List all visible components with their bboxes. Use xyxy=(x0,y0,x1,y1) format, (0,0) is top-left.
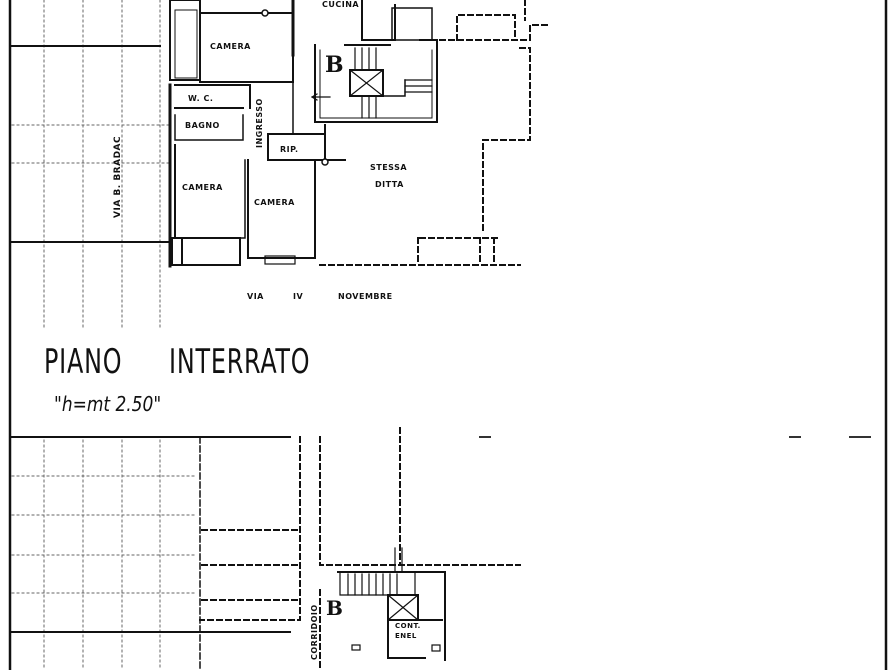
room-label-camera-left: CAMERA xyxy=(182,183,223,192)
room-label-camera-mid: CAMERA xyxy=(254,198,295,207)
street-label-novembre: NOVEMBRE xyxy=(338,292,393,301)
area-label-ditta: DITTA xyxy=(375,180,404,189)
room-label-ingresso: INGRESSO xyxy=(255,98,264,148)
room-label-cucina: CUCINA xyxy=(322,0,360,9)
room-label-cont: CONT. xyxy=(395,622,421,630)
room-label-corridoio: CORRIDOIO xyxy=(310,604,319,660)
room-label-wc: W. C. xyxy=(188,94,214,103)
plan-title-word1: PIANO xyxy=(44,342,123,382)
room-label-camera-top: CAMERA xyxy=(210,42,251,51)
room-label-enel: ENEL xyxy=(395,632,417,640)
area-label-stessa: STESSA xyxy=(370,163,408,172)
plan-title: PIANO INTERRATO xyxy=(44,342,357,382)
stair-mark-top: B xyxy=(325,52,345,78)
room-label-rip: RIP. xyxy=(280,145,299,154)
stair-mark-bottom: B xyxy=(326,596,344,620)
street-label-via-bradac: VIA B. BRADAC xyxy=(113,135,123,218)
street-label-via: VIA xyxy=(247,292,264,301)
street-label-iv: IV xyxy=(293,292,304,301)
plan-title-word2: INTERRATO xyxy=(169,342,311,382)
room-label-bagno: BAGNO xyxy=(185,121,220,130)
height-note: "h=mt 2.50" xyxy=(54,392,162,416)
